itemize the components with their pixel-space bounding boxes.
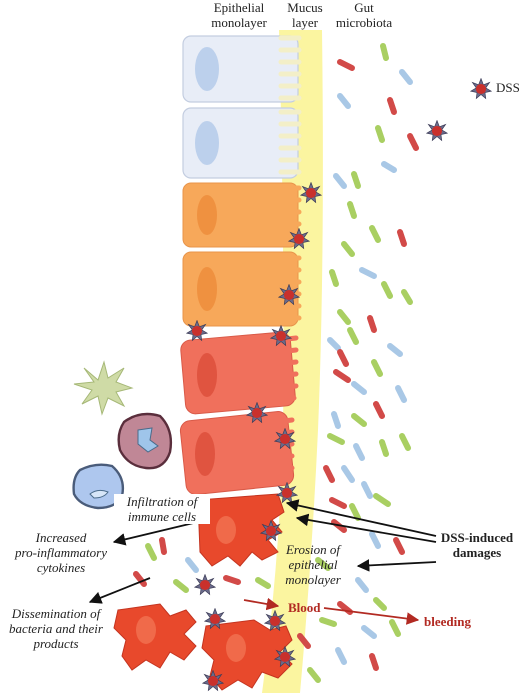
mild-epithelial-cells: [182, 182, 299, 327]
black-arrows: [88, 499, 437, 604]
label-infiltration: Infiltration of immune cells: [114, 494, 210, 524]
label-cytokines: Increased pro-inflammatory cytokines: [15, 530, 107, 575]
legend-dss: DSS: [496, 80, 520, 95]
header-mucus-layer: Mucus layer: [287, 0, 323, 30]
inflamed-epithelial-cells: [179, 331, 296, 495]
header-epithelial-monolayer: Epithelial monolayer: [211, 0, 267, 30]
label-erosion: Erosion of epithelial monolayer: [285, 542, 341, 587]
dendritic-cell: [73, 360, 134, 416]
label-bleeding: bleeding: [424, 614, 471, 629]
bleeding-arrows: [243, 597, 420, 625]
label-dss-induced-damages: DSS-induced damages: [440, 530, 514, 560]
header-gut-microbiota: Gut microbiota: [335, 0, 393, 30]
gut-bacteria: [133, 43, 419, 683]
neutrophil: [72, 463, 125, 510]
label-dissemination: Dissemination of bacteria and their prod…: [9, 606, 103, 651]
label-blood: Blood: [288, 600, 321, 615]
healthy-epithelial-cells: [182, 35, 299, 179]
damaged-epithelial-cells: [113, 493, 293, 691]
immune-cells: [72, 360, 173, 510]
